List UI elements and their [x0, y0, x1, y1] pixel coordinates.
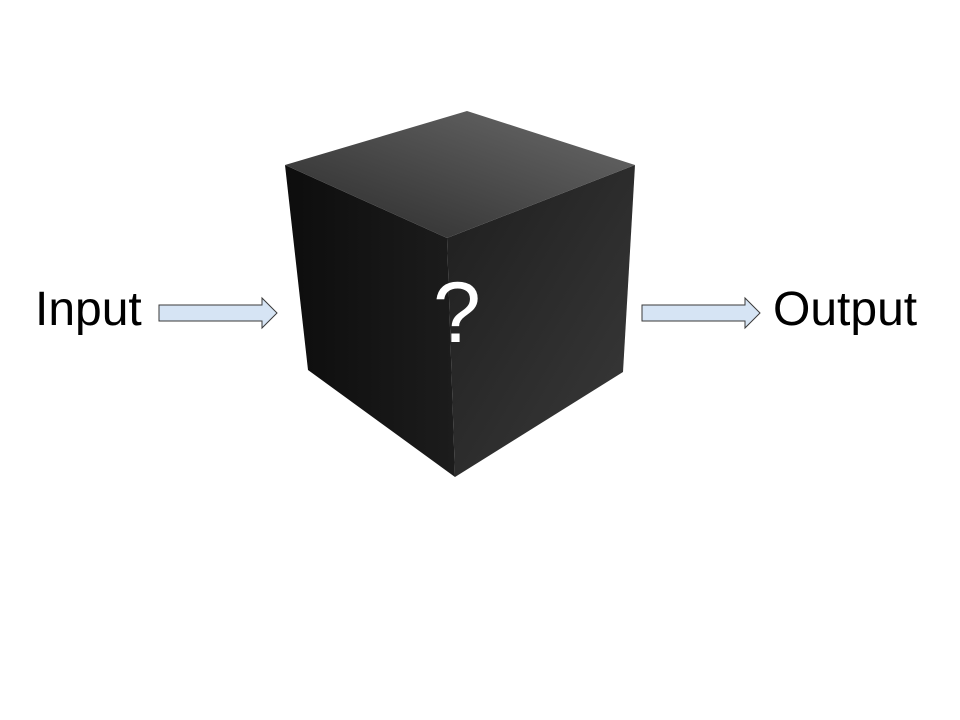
input-label: Input — [35, 283, 142, 336]
cube-top-face — [285, 111, 635, 238]
output-label: Output — [773, 283, 918, 336]
question-mark: ? — [433, 265, 481, 361]
input-arrow — [158, 296, 278, 330]
output-arrow — [641, 296, 761, 330]
cube-left-face — [285, 165, 455, 477]
black-box-cube — [285, 111, 635, 477]
cube-right-face — [447, 165, 635, 477]
